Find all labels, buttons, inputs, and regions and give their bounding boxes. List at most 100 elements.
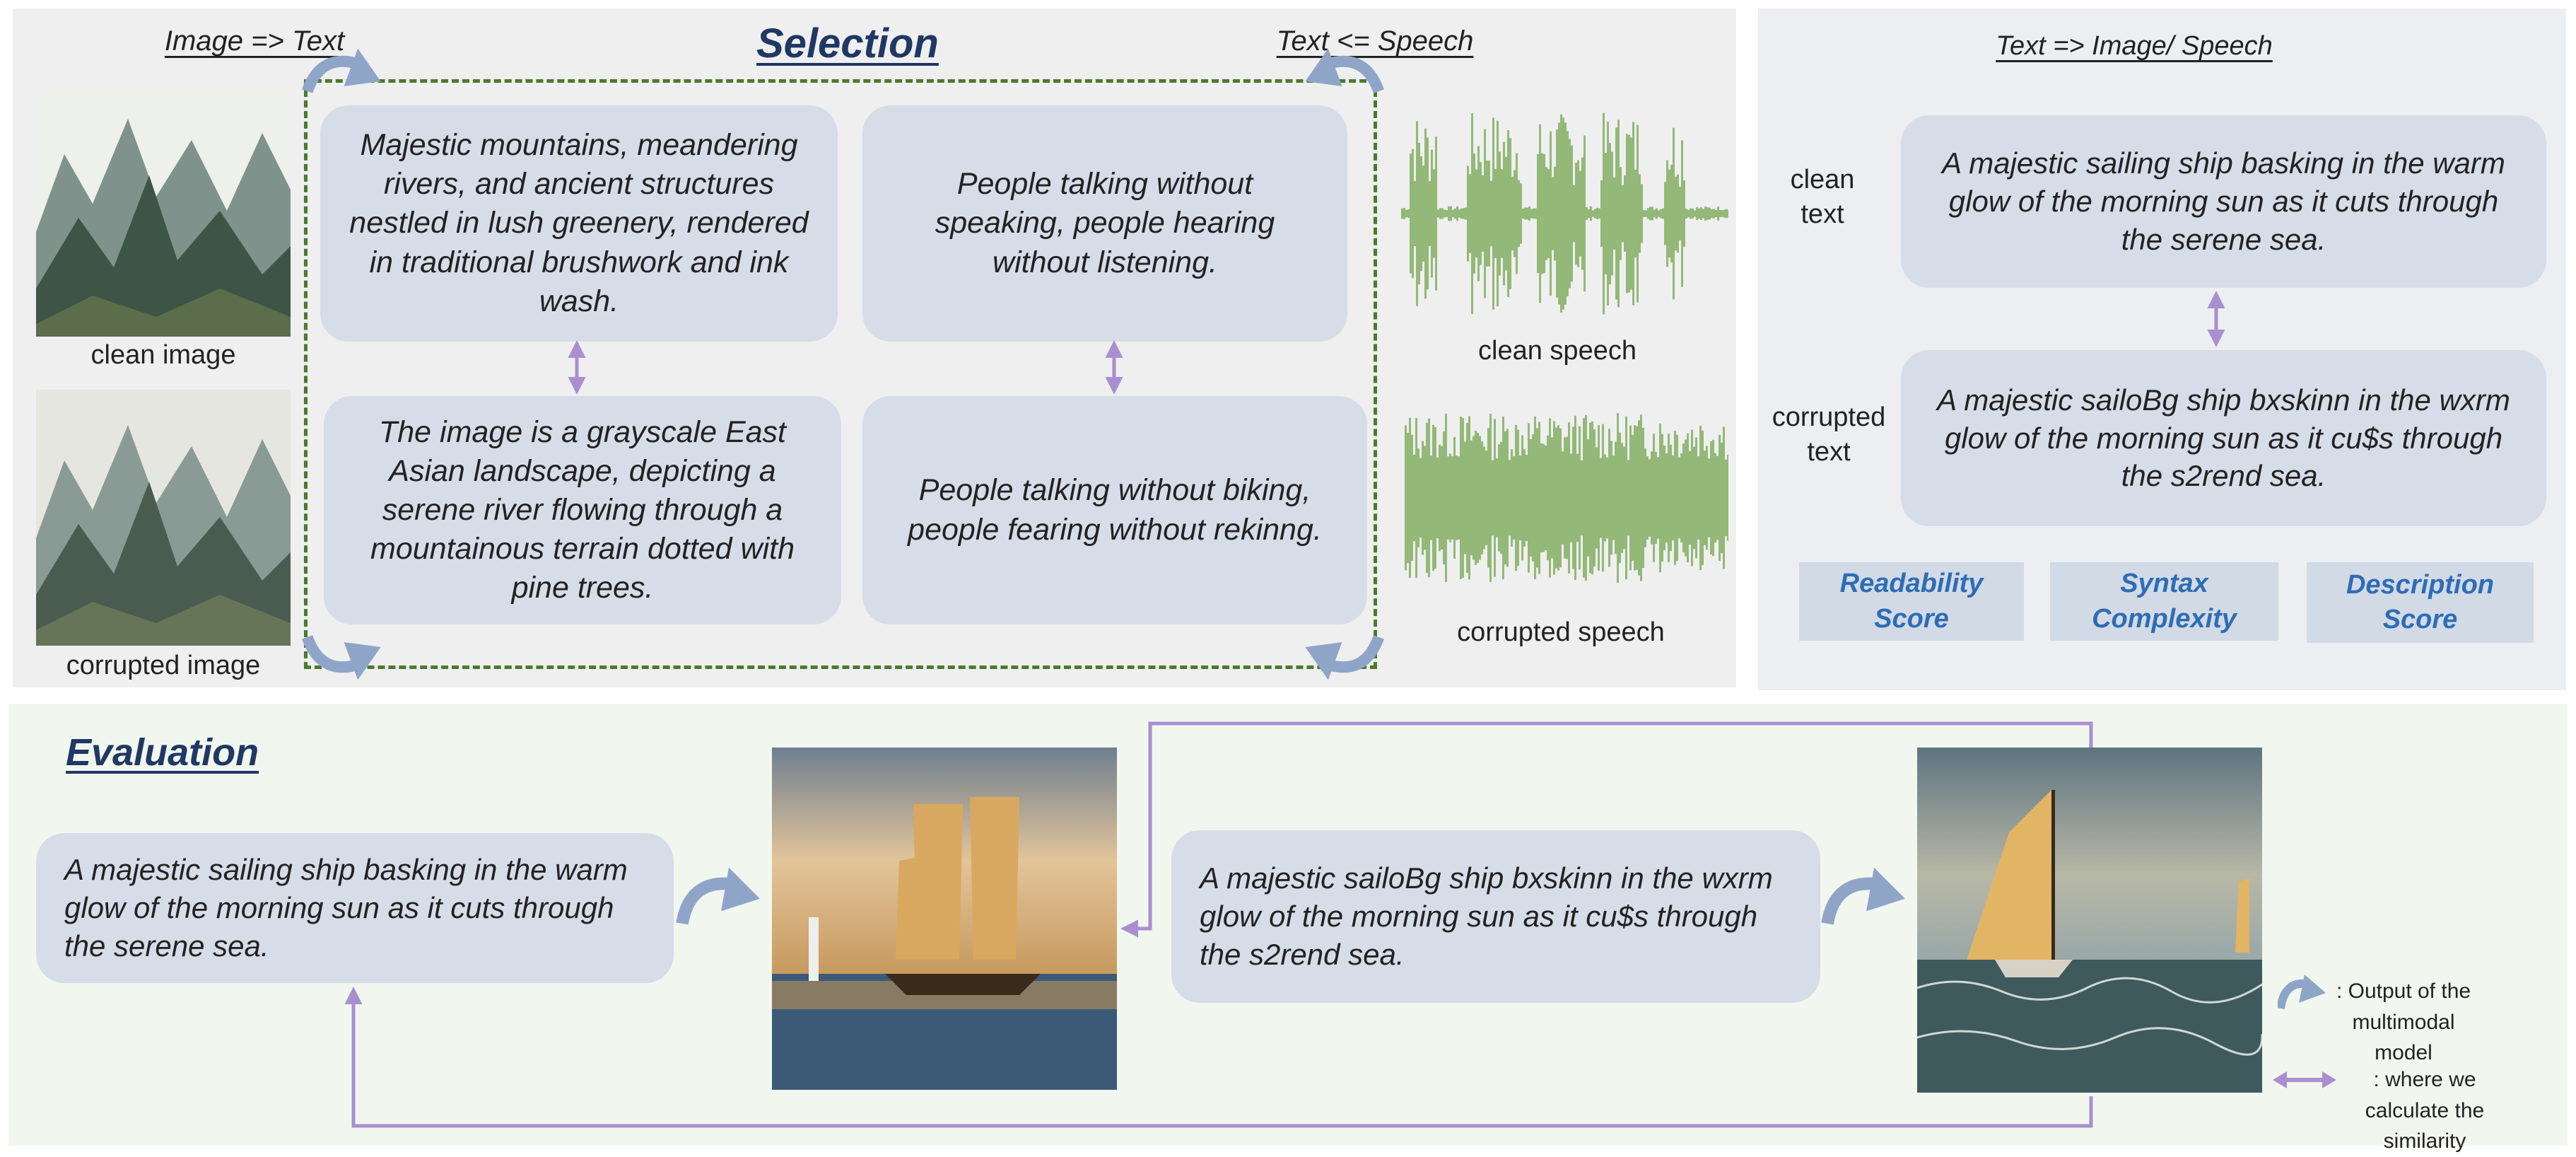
waveform-sample [1543,153,1545,274]
waveform-sample [1437,209,1439,218]
waveform-sample [1541,153,1543,274]
waveform-sample [1422,441,1424,555]
waveform-sample [1405,209,1407,218]
waveform-sample [1522,208,1524,219]
waveform-sample [1564,122,1567,305]
waveform-sample [1634,425,1636,571]
waveform-sample [1545,167,1547,260]
waveform-sample [1490,180,1492,247]
corrupted-image-caption-box: The image is a grayscale East Asian land… [324,396,841,624]
waveform-sample [1547,169,1550,258]
waveform-sample [1556,129,1558,298]
waveform-sample [1428,418,1430,578]
waveform-sample [1702,430,1704,566]
waveform-sample [1605,153,1607,274]
waveform-sample [1611,151,1613,276]
waveform-sample [1441,446,1443,550]
waveform-sample [1430,455,1432,540]
waveform-sample [1436,457,1439,539]
waveform-sample [1509,460,1511,536]
waveform-sample [1579,170,1581,257]
waveform-sample [1687,209,1690,218]
waveform-sample [1632,122,1634,306]
waveform-sample [1539,124,1541,303]
waveform-sample [1464,441,1466,554]
waveform-sample [1460,417,1462,579]
waveform-sample [1573,185,1575,243]
waveform-sample [1591,421,1593,575]
waveform-sample [1497,120,1499,307]
waveform-sample [1577,160,1579,267]
waveform-sample [1513,455,1515,540]
waveform-sample [1608,429,1610,567]
clean-text-box: A majestic sailing ship basking in the w… [1901,115,2546,288]
waveform-sample [1640,414,1642,581]
waveform-sample [1469,174,1471,253]
corrupted-text-label: corrupted text [1772,402,1886,467]
waveform-sample [1583,418,1585,578]
waveform-sample [1547,435,1549,561]
waveform-sample [1619,432,1621,564]
waveform-sample [1514,170,1516,257]
waveform-sample [1484,129,1486,298]
waveform-sample [1651,207,1653,221]
legend-output-text: : Output of the multimodal model [2336,979,2471,1064]
waveform-sample [1592,210,1594,217]
waveform-sample [1691,429,1693,566]
waveform-sample [1504,431,1506,565]
waveform-sample [1560,114,1562,313]
waveform-sample [1482,175,1484,252]
waveform-sample [1419,458,1422,538]
corrupted-generated-ship-image [1917,748,2262,1093]
waveform-sample [1644,448,1646,547]
selection-dashed-frame [304,79,1377,669]
waveform-sample [1542,443,1545,552]
waveform-sample [1695,437,1697,559]
waveform-sample [1537,153,1539,274]
waveform-sample [1427,137,1429,290]
waveform-sample [1716,455,1719,540]
waveform-sample [1467,165,1469,262]
waveform-sample [1574,415,1576,581]
waveform-sample [1706,207,1709,220]
waveform-sample [1638,420,1640,576]
waveform-sample [1596,447,1598,549]
waveform-sample [1466,423,1468,573]
waveform-sample [1598,208,1600,219]
waveform-sample [1471,113,1473,314]
waveform-sample [1403,208,1405,219]
waveform-sample [1668,169,1670,258]
waveform-sample [1434,426,1436,569]
waveform-sample [1626,134,1628,293]
waveform-sample [1649,207,1651,221]
waveform-sample [1628,134,1630,293]
waveform-sample [1494,169,1497,258]
waveform-sample [1586,207,1588,220]
waveform-sample [1612,455,1615,540]
waveform-sample [1401,208,1403,219]
waveform-sample [1677,174,1679,253]
waveform-sample [1551,437,1553,559]
waveform-sample [1587,439,1589,557]
waveform-sample [1526,207,1528,220]
waveform-sample [1530,209,1533,219]
waveform-sample [1622,185,1624,243]
waveform-sample [1507,130,1509,297]
waveform-sample [1568,422,1570,574]
waveform-sample [1624,175,1626,252]
waveform-sample [1607,122,1609,306]
waveform-sample [1630,137,1632,290]
waveform-sample [1521,435,1523,561]
waveform-sample [1575,163,1577,264]
waveform-sample [1417,448,1419,548]
selection-title: Selection [756,21,939,66]
waveform-sample [1448,206,1450,221]
waveform-sample [1432,424,1434,571]
clean-image-caption-box: Majestic mountains, meandering rivers, a… [320,105,838,342]
waveform-sample [1585,414,1587,581]
waveform-sample [1668,434,1670,562]
waveform-sample [1641,184,1643,243]
waveform-sample [1670,164,1673,263]
waveform-sample [1649,459,1651,537]
waveform-sample [1662,208,1664,219]
